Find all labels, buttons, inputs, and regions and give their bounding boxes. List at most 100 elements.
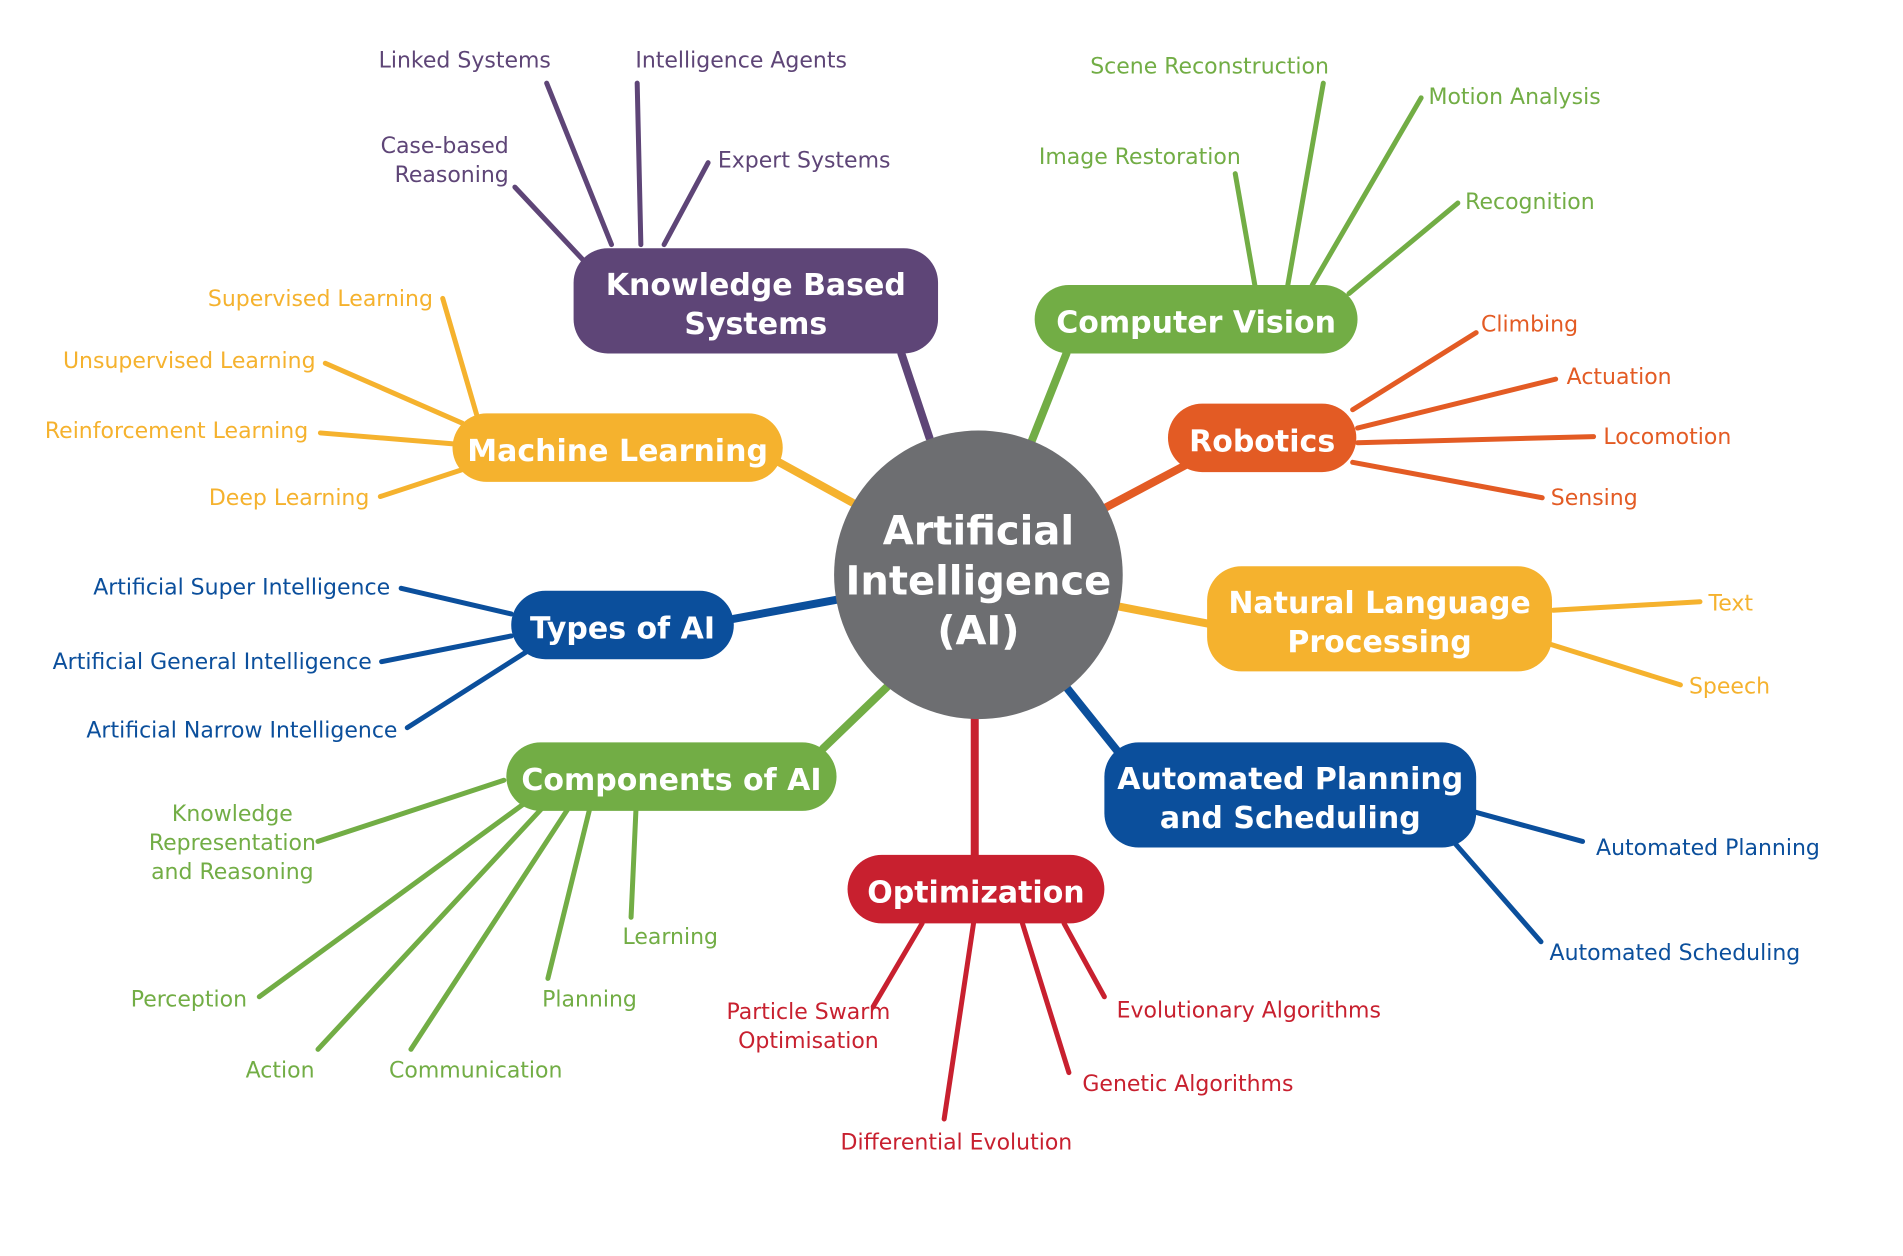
leaf-label-line: Evolutionary Algorithms bbox=[1117, 999, 1381, 1024]
leaf-label: Artificial Super Intelligence bbox=[93, 575, 390, 600]
branch-label: Computer Vision bbox=[1056, 306, 1336, 341]
optimization-leaf: Differential Evolution bbox=[841, 1131, 1073, 1156]
leaf-label-line: Knowledge bbox=[172, 802, 293, 827]
branch-label: Types of AI bbox=[530, 611, 715, 646]
connector-lines bbox=[256, 80, 1703, 1122]
leaf-label: Image Restoration bbox=[1039, 145, 1241, 170]
leaf-label-line: Perception bbox=[131, 988, 247, 1013]
leaf-label-line: Representation bbox=[149, 831, 316, 856]
machine-learning-leaf-connector bbox=[322, 360, 465, 426]
branch-label-line: Optimization bbox=[867, 876, 1084, 911]
branch-label-line: Components of AI bbox=[521, 763, 821, 798]
computer-vision-leaf-connector bbox=[1346, 200, 1461, 297]
knowledge-based-systems-leaf-connector bbox=[634, 80, 644, 248]
branch-label-line: Robotics bbox=[1189, 424, 1335, 459]
components-of-ai-leaf: Perception bbox=[131, 988, 247, 1013]
leaf-label: Climbing bbox=[1481, 312, 1578, 337]
optimization-leaf: Evolutionary Algorithms bbox=[1117, 999, 1381, 1024]
leaf-label: Learning bbox=[623, 925, 719, 950]
robotics-leaf-connector bbox=[1350, 330, 1479, 413]
leaf-label: Action bbox=[246, 1058, 315, 1083]
automated-planning-and-scheduling-leaf-connector bbox=[1452, 841, 1544, 945]
components-of-ai-leaf-connector bbox=[315, 777, 507, 844]
branch-label: Machine Learning bbox=[467, 434, 768, 469]
leaf-label-line: Planning bbox=[542, 988, 637, 1013]
leaf-label-line: Speech bbox=[1689, 674, 1770, 699]
branch-machine-learning: Machine Learning bbox=[452, 413, 783, 482]
leaf-label-line: Supervised Learning bbox=[208, 287, 433, 312]
branch-pill bbox=[511, 590, 734, 660]
leaf-label: Linked Systems bbox=[379, 48, 551, 73]
branch-label-line: Knowledge Based bbox=[606, 268, 906, 303]
branch-label: Components of AI bbox=[521, 763, 821, 798]
leaf-label-line: Deep Learning bbox=[209, 486, 369, 511]
optimization-leaf: Genetic Algorithms bbox=[1082, 1072, 1293, 1097]
computer-vision-leaf-connector bbox=[1309, 95, 1424, 288]
leaf-label-line: Learning bbox=[623, 925, 719, 950]
machine-learning-connector bbox=[775, 458, 857, 507]
optimization-leaf-connector bbox=[1061, 920, 1107, 1000]
robotics-leaf-connector bbox=[1355, 434, 1597, 446]
leaf-label: Supervised Learning bbox=[208, 287, 433, 312]
robotics-leaf-connector bbox=[1355, 376, 1559, 431]
branch-pill bbox=[1034, 284, 1358, 354]
branch-pill bbox=[1207, 566, 1552, 672]
leaf-label: Genetic Algorithms bbox=[1082, 1072, 1293, 1097]
computer-vision-leaf: Recognition bbox=[1465, 190, 1595, 215]
branch-computer-vision: Computer Vision bbox=[1034, 284, 1358, 354]
machine-learning-leaf: Reinforcement Learning bbox=[45, 419, 308, 444]
knowledge-based-systems-leaf: Intelligence Agents bbox=[635, 48, 847, 73]
components-of-ai-leaf-connector bbox=[408, 807, 570, 1052]
types-of-ai-leaf-connector bbox=[379, 633, 514, 665]
branch-pill bbox=[1167, 403, 1357, 473]
types-of-ai-connector bbox=[729, 595, 843, 623]
robotics-leaf: Locomotion bbox=[1603, 425, 1731, 450]
branch-label: Optimization bbox=[867, 876, 1084, 911]
optimization-leaf-connector bbox=[1019, 920, 1072, 1076]
leaf-label-line: Artificial Super Intelligence bbox=[93, 575, 390, 600]
leaf-label: Deep Learning bbox=[209, 486, 369, 511]
computer-vision-leaf: Image Restoration bbox=[1039, 145, 1241, 170]
leaf-label: Reinforcement Learning bbox=[45, 419, 308, 444]
leaf-label-line: Reinforcement Learning bbox=[45, 419, 308, 444]
leaf-label: Intelligence Agents bbox=[635, 48, 847, 73]
leaf-label: Motion Analysis bbox=[1428, 85, 1600, 110]
knowledge-based-systems-leaf: Linked Systems bbox=[379, 48, 551, 73]
leaf-label: Communication bbox=[389, 1058, 562, 1083]
components-of-ai-connector bbox=[819, 680, 894, 753]
leaf-label: Text bbox=[1708, 591, 1754, 616]
central-title-line: (AI) bbox=[937, 608, 1019, 654]
branch-label-line: Types of AI bbox=[530, 611, 715, 646]
branch-pill bbox=[452, 413, 783, 482]
leaf-label: Perception bbox=[131, 988, 247, 1013]
leaf-label-line: Linked Systems bbox=[379, 48, 551, 73]
components-of-ai-leaf: Communication bbox=[389, 1058, 562, 1083]
types-of-ai-leaf-connector bbox=[398, 585, 514, 617]
leaf-label: Automated Planning bbox=[1596, 836, 1820, 861]
leaf-label-line: Action bbox=[246, 1058, 315, 1083]
central-circle bbox=[834, 430, 1123, 720]
machine-learning-leaf-connector bbox=[440, 295, 480, 419]
leaf-label-line: Image Restoration bbox=[1039, 145, 1241, 170]
types-of-ai-leaf: Artificial Narrow Intelligence bbox=[86, 718, 397, 743]
branch-label-line: Computer Vision bbox=[1056, 306, 1336, 341]
leaf-label-line: Automated Planning bbox=[1596, 836, 1820, 861]
leaf-label: Locomotion bbox=[1603, 425, 1731, 450]
leaf-label-line: Locomotion bbox=[1603, 425, 1731, 450]
robotics-leaf-connector bbox=[1350, 459, 1545, 501]
leaf-label-line: Artificial Narrow Intelligence bbox=[86, 718, 397, 743]
computer-vision-leaf: Scene Reconstruction bbox=[1090, 54, 1329, 79]
natural-language-processing-leaf-connector bbox=[1550, 599, 1703, 613]
leaf-label: Planning bbox=[542, 988, 637, 1013]
optimization-leaf-connector bbox=[941, 920, 977, 1122]
